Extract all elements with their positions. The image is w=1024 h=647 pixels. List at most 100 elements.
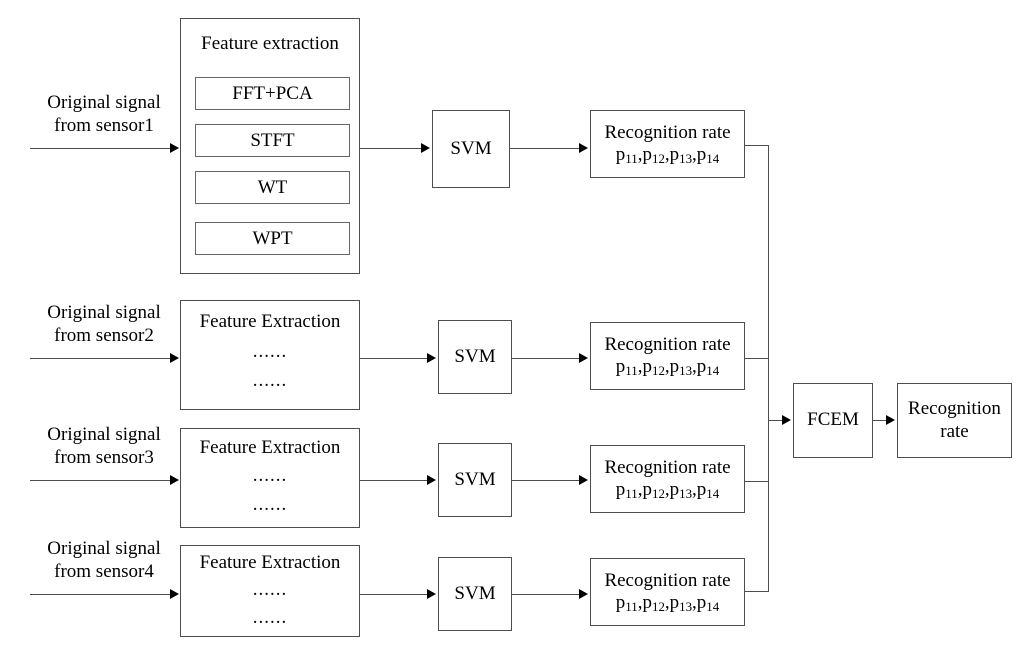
p-term-14: p14 — [696, 479, 720, 501]
recognition-rate-box-sensor3[interactable]: Recognition rate p11,p12,p13,p14 — [590, 445, 745, 513]
comma-2: , — [664, 144, 670, 165]
method-box-wpt[interactable]: WPT — [195, 222, 350, 255]
recognition-rate-title-sensor3: Recognition rate — [604, 456, 731, 478]
arrow-bus-to-fcem — [782, 415, 791, 425]
feature-extraction-box-sensor3[interactable]: Feature Extraction ...... ...... — [180, 428, 360, 528]
feature-extraction-box-sensor2[interactable]: Feature Extraction ...... ...... — [180, 300, 360, 410]
final-recognition-rate-box[interactable]: Recognition rate — [897, 383, 1012, 458]
arrow-feature-to-svm-sensor1 — [421, 143, 430, 153]
feature-ellipsis-2-sensor2: ...... — [252, 369, 288, 391]
arrow-feature-to-svm-sensor3 — [427, 475, 436, 485]
input-arrow-line-sensor3 — [30, 480, 172, 481]
bus-branch-sensor4 — [745, 591, 769, 592]
p-term-13: p13 — [669, 356, 693, 378]
p-term-13: p13 — [669, 144, 693, 166]
bus-branch-sensor1 — [745, 145, 769, 146]
connector-feature-to-svm-sensor1 — [360, 148, 422, 149]
p-term-14: p14 — [696, 144, 720, 166]
comma-2: , — [664, 592, 670, 613]
recognition-rate-values-sensor4: p11,p12,p13,p14 — [616, 592, 719, 614]
p-term-12: p12 — [642, 479, 665, 501]
feature-ellipsis-1-sensor2: ...... — [252, 341, 288, 363]
p-term-11: p11 — [615, 479, 638, 501]
connector-svm-to-result-sensor1 — [510, 148, 580, 149]
input-arrow-head-sensor3 — [170, 475, 179, 485]
fusion-bus-to-fcem-line — [768, 420, 784, 421]
arrow-svm-to-result-sensor4 — [579, 589, 588, 599]
recognition-rate-box-sensor2[interactable]: Recognition rate p11,p12,p13,p14 — [590, 322, 745, 390]
feature-extraction-title-sensor4: Feature Extraction — [199, 552, 341, 573]
comma-3: , — [692, 592, 697, 613]
arrow-fcem-to-output — [886, 415, 895, 425]
feature-ellipsis-2-sensor3: ...... — [252, 493, 288, 515]
comma-3: , — [692, 356, 697, 377]
comma-1: , — [637, 144, 643, 165]
p-term-13: p13 — [669, 479, 693, 501]
method-box-stft[interactable]: STFT — [195, 124, 350, 157]
svm-box-sensor2[interactable]: SVM — [438, 320, 512, 394]
recognition-rate-values-sensor3: p11,p12,p13,p14 — [616, 479, 719, 501]
p-term-12: p12 — [642, 356, 665, 378]
connector-svm-to-result-sensor2 — [512, 358, 580, 359]
input-arrow-head-sensor2 — [170, 353, 179, 363]
svm-box-sensor4[interactable]: SVM — [438, 557, 512, 631]
comma-1: , — [637, 479, 643, 500]
connector-svm-to-result-sensor4 — [512, 594, 580, 595]
recognition-rate-values-sensor2: p11,p12,p13,p14 — [616, 356, 719, 378]
connector-svm-to-result-sensor3 — [512, 480, 580, 481]
fusion-bus-vertical-line — [768, 145, 769, 592]
connector-feature-to-svm-sensor3 — [360, 480, 428, 481]
bus-branch-sensor2 — [745, 358, 769, 359]
p-term-11: p11 — [615, 144, 638, 166]
arrow-feature-to-svm-sensor4 — [427, 589, 436, 599]
feature-extraction-box-sensor4[interactable]: Feature Extraction ...... ...... — [180, 545, 360, 637]
method-box-fft-pca[interactable]: FFT+PCA — [195, 77, 350, 110]
recognition-rate-values-sensor1: p11,p12,p13,p14 — [616, 144, 719, 166]
p-term-11: p11 — [615, 592, 638, 614]
p-term-14: p14 — [696, 592, 720, 614]
input-arrow-line-sensor4 — [30, 594, 172, 595]
input-label-sensor4: Original signal from sensor4 — [47, 538, 161, 582]
p-term-13: p13 — [669, 592, 693, 614]
connector-feature-to-svm-sensor2 — [360, 358, 428, 359]
comma-1: , — [637, 592, 643, 613]
comma-1: , — [637, 356, 643, 377]
feature-extraction-title-sensor3: Feature Extraction — [199, 437, 341, 458]
recognition-rate-title-sensor4: Recognition rate — [604, 569, 731, 591]
feature-ellipsis-2-sensor4: ...... — [252, 606, 288, 628]
feature-ellipsis-1-sensor4: ...... — [252, 579, 288, 601]
input-label-sensor2: Original signal from sensor2 — [47, 302, 161, 346]
fcem-box[interactable]: FCEM — [793, 383, 873, 458]
comma-3: , — [692, 479, 697, 500]
arrow-svm-to-result-sensor2 — [579, 353, 588, 363]
connector-feature-to-svm-sensor4 — [360, 594, 428, 595]
connector-fcem-to-output — [873, 420, 888, 421]
p-term-12: p12 — [642, 144, 665, 166]
method-box-wt[interactable]: WT — [195, 171, 350, 204]
recognition-rate-box-sensor4[interactable]: Recognition rate p11,p12,p13,p14 — [590, 558, 745, 626]
comma-3: , — [692, 144, 697, 165]
p-term-14: p14 — [696, 356, 720, 378]
p-term-12: p12 — [642, 592, 665, 614]
comma-2: , — [664, 356, 670, 377]
p-term-11: p11 — [615, 356, 638, 378]
feature-ellipsis-1-sensor3: ...... — [252, 465, 288, 487]
arrow-svm-to-result-sensor3 — [579, 475, 588, 485]
recognition-rate-box-sensor1[interactable]: Recognition rate p11,p12,p13,p14 — [590, 110, 745, 178]
input-arrow-line-sensor2 — [30, 358, 172, 359]
feature-extraction-title-sensor1: Feature extraction — [201, 33, 339, 54]
input-arrow-head-sensor4 — [170, 589, 179, 599]
input-arrow-line-sensor1 — [30, 148, 172, 149]
svm-box-sensor1[interactable]: SVM — [432, 110, 510, 188]
comma-2: , — [664, 479, 670, 500]
bus-branch-sensor3 — [745, 481, 769, 482]
input-label-sensor3: Original signal from sensor3 — [47, 424, 161, 468]
input-label-sensor1: Original signal from sensor1 — [47, 92, 161, 136]
svm-box-sensor3[interactable]: SVM — [438, 443, 512, 517]
recognition-rate-title-sensor2: Recognition rate — [604, 333, 731, 355]
arrow-feature-to-svm-sensor2 — [427, 353, 436, 363]
recognition-rate-title-sensor1: Recognition rate — [604, 121, 731, 143]
input-arrow-head-sensor1 — [170, 143, 179, 153]
arrow-svm-to-result-sensor1 — [579, 143, 588, 153]
